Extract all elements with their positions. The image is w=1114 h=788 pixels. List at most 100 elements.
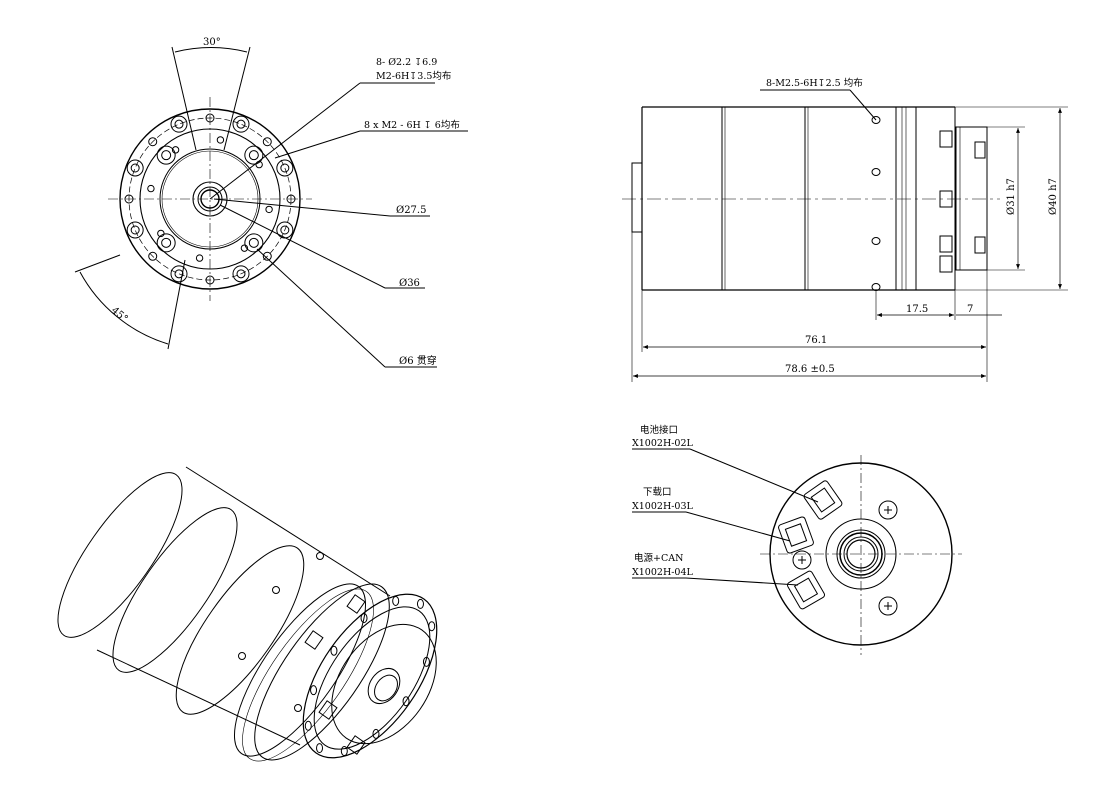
rear-view	[632, 448, 962, 655]
connector-power-can-name: 电源+CAN	[634, 552, 683, 564]
mount-hole-inner	[280, 163, 290, 173]
connector-download-part: X1002H-03L	[632, 501, 694, 512]
small-hole	[148, 137, 158, 147]
connector-housing	[803, 480, 843, 520]
side-view	[622, 89, 1068, 382]
iso-hole	[330, 645, 338, 656]
iso-hole	[392, 595, 400, 606]
side-hole	[871, 168, 881, 176]
connector-socket	[784, 523, 808, 547]
mount-hole-outer	[232, 265, 250, 283]
isometric-view	[57, 466, 438, 762]
outer-diameter-label: Ø36	[399, 278, 420, 289]
connector-battery-part: X1002H-02L	[632, 438, 694, 449]
iso-side-hole	[316, 552, 324, 560]
screw-socket	[248, 237, 259, 248]
iso-hole	[402, 696, 410, 707]
iso-tab	[346, 735, 366, 755]
rear-screw	[792, 550, 812, 570]
connector-housing	[786, 570, 826, 610]
iso-hole	[360, 613, 368, 624]
connector-power-can-part: X1002H-04L	[632, 567, 694, 578]
bore-diameter-label: Ø6 贯穿	[399, 354, 437, 367]
iso-tab	[318, 700, 338, 720]
dim-76-1-label: 76.1	[805, 335, 827, 346]
connector-notch	[974, 141, 986, 159]
mount-hole-outer	[232, 115, 250, 133]
dim-17-5-label: 17.5	[906, 304, 928, 315]
mount-hole-inner	[236, 269, 246, 279]
holes-callout-line1: 8- Ø2.2 ↧6.9	[376, 57, 437, 68]
pin-hole	[195, 254, 204, 262]
pin-hole	[171, 146, 180, 154]
mount-hole-inner	[174, 119, 184, 129]
pin-hole	[265, 205, 273, 214]
iso-hole	[304, 720, 312, 731]
pin-hole	[240, 244, 249, 252]
angle-side-label: 45°	[109, 305, 130, 325]
iso-hole	[340, 746, 348, 757]
small-hole	[148, 251, 158, 261]
tab-notch	[939, 130, 953, 148]
screw-socket	[161, 237, 172, 248]
tab-notch	[939, 235, 953, 253]
iso-tab	[304, 630, 324, 650]
iso-hole	[316, 743, 324, 754]
iso-side-hole	[294, 704, 302, 712]
rear-screw-cross	[884, 602, 892, 610]
screw-head	[156, 145, 176, 165]
connector-battery-name: 电池接口	[640, 424, 678, 436]
threaded-holes-callout: 8 x M2 - 6H ↧ 6均布	[364, 119, 460, 131]
side-hole	[871, 237, 881, 245]
side-holes-callout: 8-M2.5-6H↧2.5 均布	[766, 77, 863, 89]
screw-socket	[161, 150, 172, 161]
iso-tab	[346, 594, 366, 614]
mount-hole-inner	[130, 163, 140, 173]
pin-hole	[216, 136, 225, 144]
small-hole	[262, 251, 272, 261]
screw-head	[244, 233, 264, 253]
mount-hole-inner	[280, 225, 290, 235]
mount-hole-inner	[236, 119, 246, 129]
iso-hole	[416, 598, 424, 609]
connector-socket	[793, 577, 819, 603]
connector-housing	[778, 516, 814, 554]
holes-callout-line2: M2-6H↧3.5均布	[376, 70, 451, 82]
side-hole	[871, 116, 881, 124]
screw-socket	[248, 150, 259, 161]
screw-head	[156, 233, 176, 253]
dim-78-6-label: 78.6 ±0.5	[785, 364, 835, 375]
tab-notch	[939, 255, 953, 273]
mount-hole-outer	[276, 159, 294, 177]
front-view	[74, 46, 468, 368]
dia-40-label: Ø40 h7	[1048, 178, 1059, 215]
iso-hole	[372, 728, 380, 739]
iso-side-hole	[238, 652, 246, 660]
small-hole	[262, 137, 272, 147]
pin-hole	[147, 184, 155, 193]
rear-screw-cross	[884, 506, 892, 514]
angle-top-label: 30°	[203, 37, 221, 48]
rear-screw-cross	[798, 556, 806, 564]
pin-hole	[157, 229, 165, 238]
connector-socket	[810, 487, 836, 513]
mount-hole-inner	[130, 225, 140, 235]
iso-hole	[310, 685, 318, 696]
mount-hole-outer	[126, 221, 144, 239]
mount-hole-outer	[170, 115, 188, 133]
iso-hole	[422, 656, 430, 667]
dia-31-label: Ø31 h7	[1006, 178, 1017, 215]
mount-hole-inner	[174, 269, 184, 279]
rear-screw	[878, 500, 898, 520]
iso-hole	[428, 621, 436, 632]
iso-side-hole	[272, 586, 280, 594]
connector-notch	[974, 236, 986, 254]
pitch-diameter-label: Ø27.5	[396, 205, 426, 216]
screw-head	[244, 145, 264, 165]
dim-7-label: 7	[967, 304, 973, 315]
connector-download-name: 下载口	[643, 486, 672, 498]
mount-hole-outer	[126, 159, 144, 177]
rear-screw	[878, 596, 898, 616]
mount-hole-outer	[170, 265, 188, 283]
